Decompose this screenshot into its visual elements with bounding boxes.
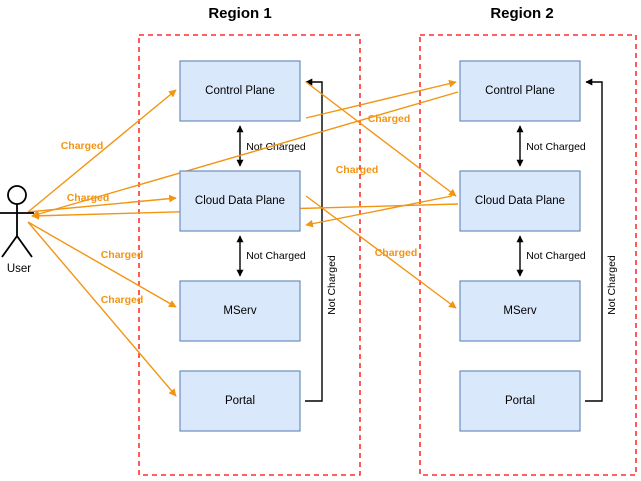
user-label: User	[7, 263, 31, 275]
r2-portal-rect[interactable]	[459, 370, 581, 432]
r1-to-r2-mserv-line	[305, 195, 457, 309]
r1-portal-cp-not-charged-label: Not Charged	[326, 255, 338, 315]
region-1-boundary	[138, 34, 361, 476]
r1-mserv-rect[interactable]	[179, 280, 301, 342]
user-to-r1-mserv-line	[27, 221, 177, 308]
r1-cloud-data-plane-label: Cloud Data Plane	[195, 195, 285, 207]
region-2-title: Region 2	[490, 5, 553, 22]
r1-cloud-data-plane-node[interactable]: Cloud Data Plane	[179, 170, 301, 232]
r2-mserv-node[interactable]: MServ	[459, 280, 581, 342]
user-to-r1-control-plane-line	[27, 89, 177, 213]
r2-mserv-rect[interactable]	[459, 280, 581, 342]
r2-control-plane-label: Control Plane	[485, 85, 555, 97]
r2-mserv-label: MServ	[503, 305, 536, 317]
region-1-title: Region 1	[208, 5, 271, 22]
r2-portal-label: Portal	[505, 395, 535, 407]
charged-label-user-to-r1-control-plane: Charged	[61, 140, 104, 152]
charged-label-user-to-r1-portal: Charged	[101, 294, 144, 306]
charged-label-r1-to-r2-control-plane: Charged	[368, 113, 411, 125]
r2-control-plane-rect[interactable]	[459, 60, 581, 122]
r2-control-plane-node[interactable]: Control Plane	[459, 60, 581, 122]
r1-portal-to-control-plane-line	[305, 78, 323, 402]
r2-cp-cdp-not-charged-label: Not Charged	[526, 141, 586, 153]
r2-cloud-data-plane-label: Cloud Data Plane	[475, 195, 565, 207]
user-head-icon	[7, 185, 27, 205]
r1-control-plane-node[interactable]: Control Plane	[179, 60, 301, 122]
user-to-r1-portal-line	[27, 221, 177, 397]
r2-cloud-data-plane-node[interactable]: Cloud Data Plane	[459, 170, 581, 232]
r1-to-r2-cloud-data-plane-line	[305, 81, 457, 197]
r2-control-plane-to-user-line	[31, 91, 459, 218]
r2-cdp-back-to-r1-line	[305, 195, 453, 228]
r2-portal-cp-not-charged-label: Not Charged	[606, 255, 618, 315]
region-2-boundary	[419, 34, 637, 476]
r2-cloud-data-plane-rect[interactable]	[459, 170, 581, 232]
user-left-leg-icon	[1, 235, 18, 258]
r1-portal-rect[interactable]	[179, 370, 301, 432]
r1-cdp-mserv-not-charged-label: Not Charged	[246, 250, 306, 262]
charged-label-user-to-r1-cloud-data-plane: Charged	[67, 192, 110, 204]
r1-portal-label: Portal	[225, 395, 255, 407]
r2-cdp-mserv-not-charged-label: Not Charged	[526, 250, 586, 262]
charged-label-r2-to-user-cloud-data-plane: Charged	[336, 164, 379, 176]
r1-portal-node[interactable]: Portal	[179, 370, 301, 432]
r1-control-plane-rect[interactable]	[179, 60, 301, 122]
r2-portal-node[interactable]: Portal	[459, 370, 581, 432]
r1-mserv-label: MServ	[223, 305, 256, 317]
charged-label-user-to-r1-mserv: Charged	[101, 249, 144, 261]
r1-control-plane-label: Control Plane	[205, 85, 275, 97]
user-stick-figure-icon[interactable]: User	[0, 185, 34, 275]
r2-portal-to-control-plane-line	[585, 78, 603, 402]
r1-to-r2-control-plane-line	[305, 79, 457, 119]
r1-cloud-data-plane-rect[interactable]	[179, 170, 301, 232]
user-right-leg-icon	[16, 235, 33, 258]
r1-mserv-node[interactable]: MServ	[179, 280, 301, 342]
charged-label-r1-to-r2-mserv: Charged	[375, 247, 418, 259]
